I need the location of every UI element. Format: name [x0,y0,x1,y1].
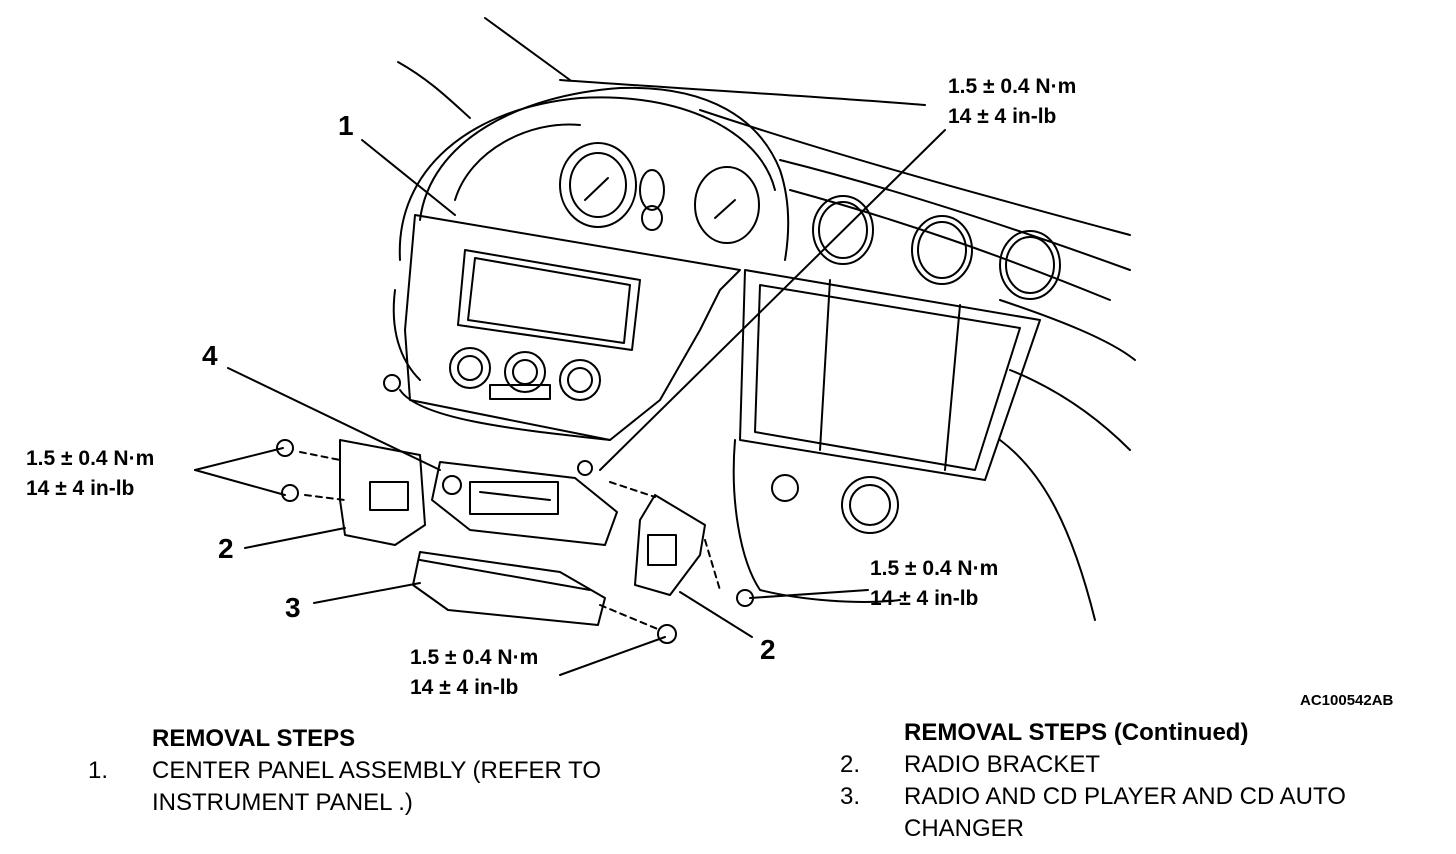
screws [276,439,754,644]
center-console-opening [732,269,1041,603]
cd-auto-changer [412,551,661,631]
list-item: 3. RADIO AND CD PLAYER AND CD AUTO CHANG… [840,781,1440,845]
torque-spec: 1.5 ± 0.4 N·m 14 ± 4 in-lb [870,554,998,614]
torque-nm: 1.5 ± 0.4 N·m [948,75,1077,98]
removal-steps-heading: REMOVAL STEPS [152,725,356,752]
removal-steps-left: REMOVAL STEPS 1. CENTER PANEL ASSEMBLY (… [88,723,688,819]
list-item: 2. RADIO BRACKET [840,749,1440,781]
step-text: CENTER PANEL ASSEMBLY (REFER TO INSTRUME… [152,757,602,816]
dashboard-outline [397,17,1136,621]
step-number: 3. [840,783,861,810]
torque-inlb: 14 ± 4 in-lb [870,587,979,610]
removal-steps-heading: REMOVAL STEPS (Continued) [904,719,1249,746]
step-text: RADIO BRACKET [904,751,1101,778]
torque-nm: 1.5 ± 0.4 N·m [26,447,155,470]
center-panel-assembly [383,214,741,441]
air-vents [812,195,1061,300]
torque-inlb: 14 ± 4 in-lb [26,477,135,500]
step-number: 2. [840,751,861,778]
callout-1: 1 [338,110,354,141]
radio-bracket-right [609,481,721,596]
torque-nm: 1.5 ± 0.4 N·m [410,646,539,669]
callout-4: 4 [202,340,218,371]
instrument-cluster [454,123,760,244]
callout-2-right: 2 [760,634,776,665]
torque-inlb: 14 ± 4 in-lb [948,105,1057,128]
step-text: RADIO AND CD PLAYER AND CD AUTO CHANGER [904,783,1346,842]
list-item: 1. CENTER PANEL ASSEMBLY (REFER TO INSTR… [88,755,688,819]
callout-3: 3 [285,592,301,623]
step-number: 1. [88,757,109,784]
figure-code: AC100542AB [1300,692,1394,709]
removal-steps-right: REMOVAL STEPS (Continued) 2. RADIO BRACK… [840,717,1440,845]
radio-unit [431,461,618,546]
torque-spec: 1.5 ± 0.4 N·m 14 ± 4 in-lb [948,72,1076,132]
callout-2-left: 2 [218,533,234,564]
torque-spec: 1.5 ± 0.4 N·m 14 ± 4 in-lb [26,444,154,504]
torque-inlb: 14 ± 4 in-lb [410,676,519,699]
torque-spec: 1.5 ± 0.4 N·m 14 ± 4 in-lb [410,643,538,703]
torque-nm: 1.5 ± 0.4 N·m [870,557,999,580]
leader-lines [194,129,946,676]
radio-bracket-left [299,439,426,546]
steering-wheel [392,86,790,381]
